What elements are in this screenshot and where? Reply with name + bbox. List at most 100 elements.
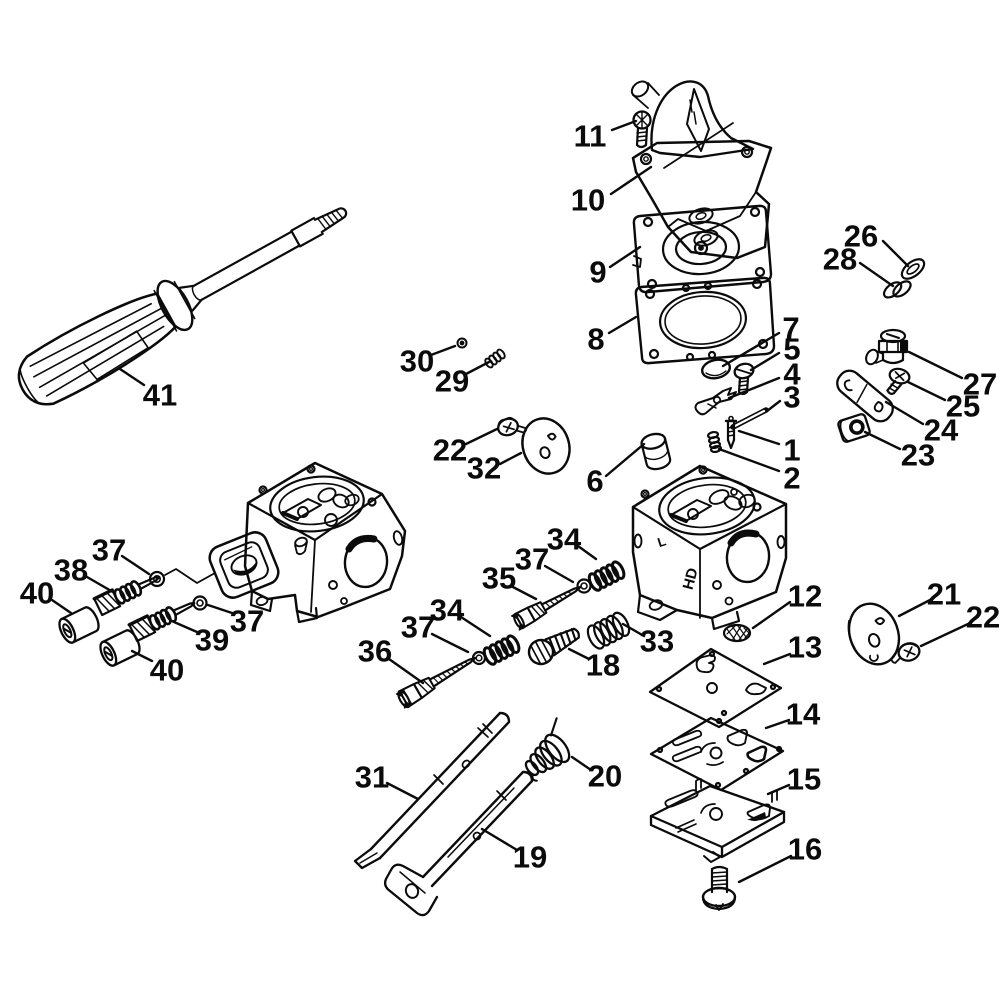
- high-speed-screw-36: [395, 656, 477, 709]
- pump-body-15: [649, 778, 786, 863]
- leader-4: [727, 376, 781, 400]
- leader-3: [765, 399, 782, 413]
- leader-19: [480, 827, 519, 852]
- leader-37-a: [120, 554, 151, 576]
- leader-35: [509, 584, 538, 601]
- callout-28: 28: [823, 242, 857, 277]
- callout-25: 25: [946, 389, 980, 424]
- callout-26: 26: [844, 219, 878, 254]
- o-ring-37-a: [148, 570, 166, 588]
- metering-lever-4: [694, 387, 737, 416]
- pump-diaphragm-14: [649, 716, 785, 792]
- leader-11: [610, 119, 638, 132]
- adjustment-screwdriver: [17, 207, 348, 406]
- callout-15: 15: [787, 762, 821, 797]
- callout-8: 8: [587, 322, 604, 357]
- cover-screw-11: [632, 110, 652, 149]
- leader-37-b: [206, 603, 234, 615]
- callout-6: 6: [586, 464, 603, 499]
- leader-2: [717, 447, 781, 473]
- leader-1: [737, 429, 781, 446]
- leader-5: [749, 351, 781, 372]
- leader-29: [464, 360, 491, 376]
- leader-34-b: [459, 615, 492, 638]
- spring-34-lower: [482, 634, 521, 666]
- leader-9: [608, 245, 642, 269]
- washer-26: [900, 258, 926, 280]
- callout-29: 29: [435, 364, 469, 399]
- callout-36: 36: [358, 634, 392, 669]
- callout-5: 5: [783, 332, 800, 367]
- leader-23: [863, 430, 902, 451]
- callout-12: 12: [788, 579, 822, 614]
- callout-37-b: 37: [230, 604, 264, 639]
- callout-40-b: 40: [150, 653, 184, 688]
- leader-34-a: [576, 544, 598, 561]
- screw-25: [886, 367, 911, 395]
- leader-30: [429, 344, 457, 357]
- callout-24: 24: [924, 413, 959, 448]
- callout-2: 2: [783, 461, 800, 496]
- valve-fitting-27: [865, 328, 909, 366]
- leader-37-d: [430, 632, 470, 654]
- welch-plug-7: [700, 358, 732, 380]
- callout-35: 35: [482, 561, 516, 596]
- callout-33: 33: [640, 624, 674, 659]
- leader-15: [766, 783, 791, 796]
- needle-spring-2: [706, 430, 723, 454]
- callout-22-right: 22: [966, 600, 1000, 635]
- callout-34-b: 34: [430, 593, 465, 628]
- choke-shaft-19: [383, 770, 534, 917]
- leader-25: [906, 380, 947, 402]
- spring-29: [484, 348, 506, 369]
- callout-9: 9: [589, 255, 606, 290]
- lever-pin-3: [730, 407, 769, 430]
- leader-14: [764, 718, 791, 730]
- plug-cylinder-6: [640, 432, 672, 471]
- leader-22-right: [919, 622, 970, 648]
- callout-38: 38: [54, 553, 88, 588]
- gasket-8: [634, 276, 776, 365]
- callout-37-d: 37: [401, 610, 435, 645]
- leader-37-c: [543, 564, 575, 584]
- leader-31: [385, 781, 420, 801]
- leader-24: [884, 400, 925, 426]
- leader-12: [751, 600, 792, 630]
- callout-4: 4: [783, 357, 801, 392]
- leader-20: [570, 755, 593, 772]
- leader-38: [85, 575, 115, 594]
- callout-19: 19: [513, 840, 547, 875]
- ball-30: [456, 337, 468, 349]
- callout-14: 14: [786, 697, 821, 732]
- spring-34-upper: [587, 560, 626, 592]
- o-ring-37-b: [192, 595, 208, 611]
- swivel-plate-24: [836, 369, 894, 423]
- idle-screw-18: [527, 627, 580, 666]
- pump-gasket-13: [648, 647, 783, 729]
- cover-disc-21: [847, 602, 901, 666]
- leader-18: [567, 647, 591, 661]
- leader-10: [609, 165, 653, 196]
- leader-26: [881, 239, 910, 268]
- callout-10: 10: [571, 183, 605, 218]
- callout-18: 18: [586, 648, 620, 683]
- leader-27: [907, 350, 964, 380]
- callout-32: 32: [467, 451, 501, 486]
- spring-20: [524, 717, 571, 782]
- leader-7: [721, 331, 781, 368]
- cap-40-lower: [99, 629, 141, 667]
- leader-41: [118, 367, 146, 387]
- callout-41: 41: [143, 378, 177, 413]
- cap-40-upper: [58, 606, 100, 644]
- callout-37-a: 37: [92, 533, 126, 568]
- callout-21: 21: [927, 577, 961, 612]
- leader-6: [604, 442, 646, 478]
- leader-39: [172, 620, 199, 634]
- carburetor-body-left: [208, 461, 407, 624]
- leader-13: [762, 652, 792, 666]
- pump-cover: [630, 80, 773, 260]
- pump-screw-16: [701, 865, 737, 911]
- carburetor-body-right: L HD: [631, 464, 788, 631]
